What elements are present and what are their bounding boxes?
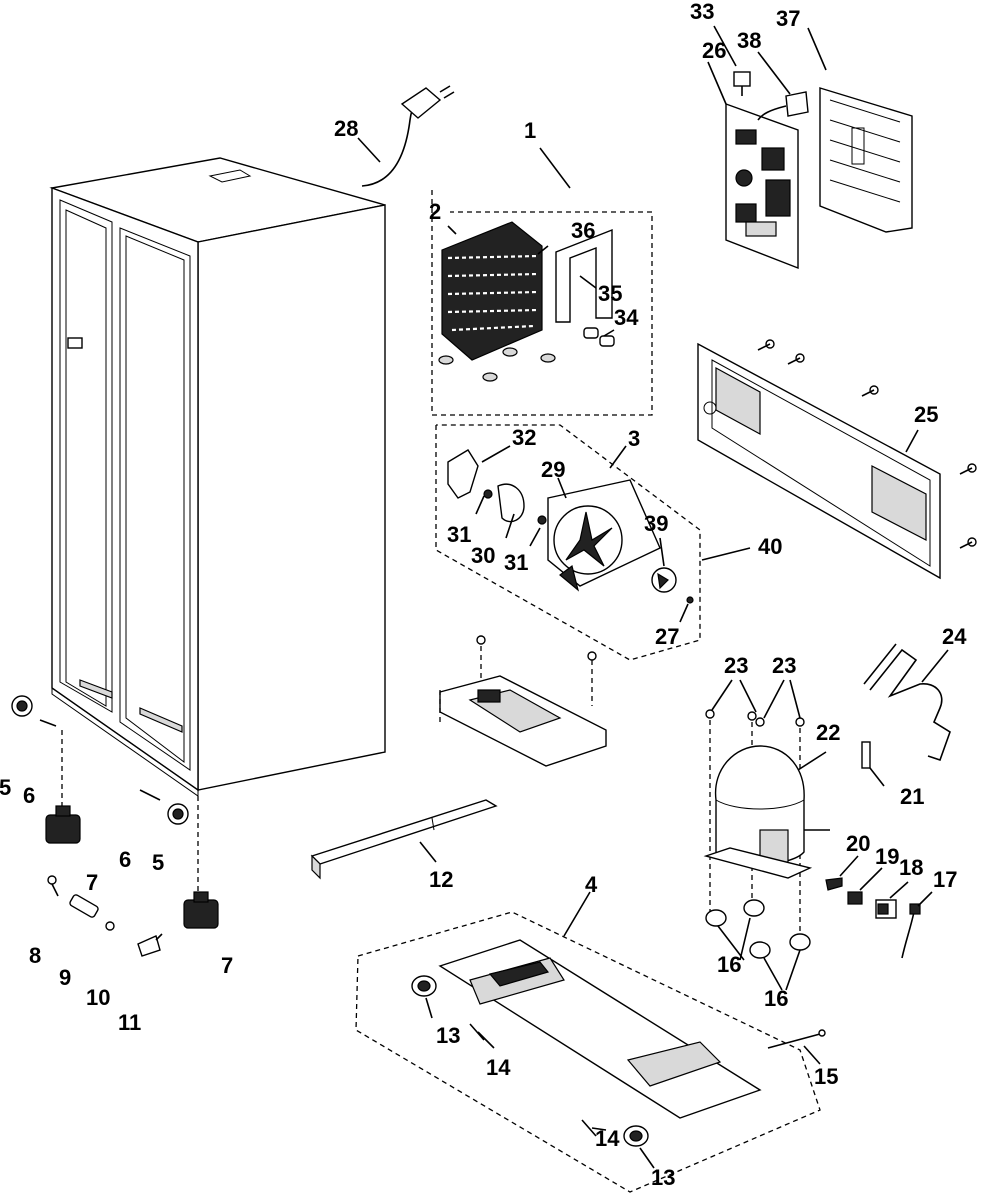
callout-9: 9	[59, 965, 71, 990]
callout-6a: 6	[23, 783, 35, 808]
callout-33: 33	[690, 0, 714, 24]
callout-5a: 5	[0, 775, 11, 800]
callout-12: 12	[429, 867, 453, 892]
callout-15: 15	[814, 1064, 838, 1089]
control-board	[707, 25, 913, 270]
callout-16a: 16	[717, 952, 741, 977]
callout-25: 25	[914, 402, 938, 427]
evaporator-group	[431, 190, 653, 416]
callout-31b: 31	[504, 550, 528, 575]
callout-11: 11	[118, 1010, 141, 1035]
callout-10: 10	[86, 985, 110, 1010]
callout-4: 4	[585, 872, 598, 897]
callout-39: 39	[644, 511, 668, 536]
cabinet	[49, 157, 386, 797]
callout-3: 3	[628, 426, 640, 451]
base-plate-group	[355, 891, 826, 1193]
callout-24: 24	[942, 624, 967, 649]
callout-32: 32	[512, 425, 536, 450]
callout-2: 2	[429, 199, 441, 224]
evaporator-coil	[441, 221, 543, 361]
callout-13a: 13	[436, 1023, 460, 1048]
callout-7a: 7	[86, 870, 98, 895]
callout-23b: 23	[772, 653, 796, 678]
callout-36: 36	[571, 218, 595, 243]
callout-29: 29	[541, 457, 565, 482]
callout-13b: 13	[651, 1165, 675, 1190]
callout-22: 22	[816, 720, 840, 745]
callout-30: 30	[471, 543, 495, 568]
callout-16b: 16	[764, 986, 788, 1011]
connection-pipe	[861, 643, 951, 787]
callout-20: 20	[846, 831, 870, 856]
callout-35: 35	[598, 281, 622, 306]
callout-14b: 14	[595, 1126, 620, 1151]
callout-23a: 23	[724, 653, 748, 678]
callout-21: 21	[900, 784, 924, 809]
callout-31a: 31	[447, 522, 471, 547]
callout-1: 1	[524, 118, 536, 143]
callout-7b: 7	[221, 953, 233, 978]
front-grille	[310, 799, 498, 880]
leveling-parts	[11, 695, 219, 957]
callout-40: 40	[758, 534, 782, 559]
callout-17: 17	[933, 867, 957, 892]
electrical-parts	[825, 855, 933, 959]
callout-5b: 5	[152, 850, 164, 875]
callout-18: 18	[899, 855, 923, 880]
callout-6b: 6	[119, 847, 131, 872]
power-cord	[357, 85, 455, 187]
compressor-group	[703, 679, 830, 991]
rear-panel	[697, 339, 977, 580]
callout-26: 26	[702, 38, 726, 63]
callout-28: 28	[334, 116, 358, 141]
callout-14a: 14	[486, 1055, 511, 1080]
callout-34: 34	[614, 305, 639, 330]
callout-19: 19	[875, 844, 899, 869]
evaporator-cover	[439, 635, 607, 767]
callout-38: 38	[737, 28, 761, 53]
fan-group	[435, 424, 751, 661]
callout-27: 27	[655, 624, 679, 649]
callout-labels: 1 2 3 4 5 5 6 6 7 7 8 9 10 11 12 13 13 1…	[0, 0, 967, 1190]
callout-37: 37	[776, 6, 800, 31]
callout-8: 8	[29, 943, 41, 968]
